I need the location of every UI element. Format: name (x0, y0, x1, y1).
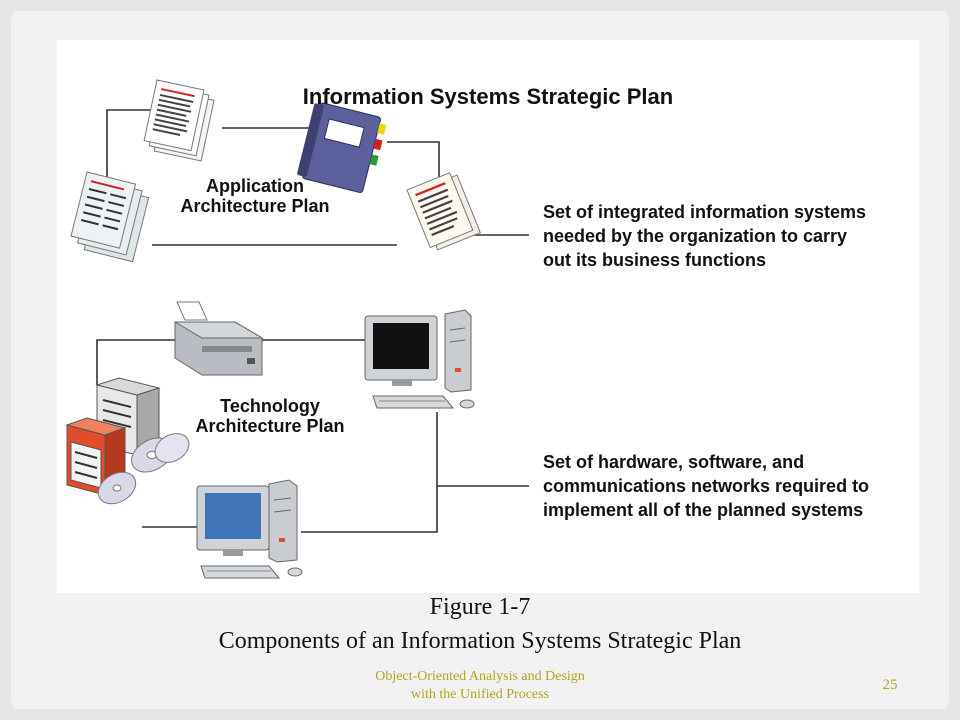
figure-caption: Components of an Information Systems Str… (218, 628, 742, 654)
technology-plan-label: Technology Architecture Plan (175, 396, 365, 436)
mouse-icon (287, 567, 303, 577)
documents-icon (143, 79, 215, 162)
application-plan-label-line2: Architecture Plan (180, 196, 330, 216)
desktop-computer-icon (364, 309, 472, 393)
description-line: Set of integrated information systems (543, 202, 867, 222)
description-line: needed by the organization to carry (543, 226, 848, 246)
technology-plan-label-line1: Technology (220, 396, 320, 416)
diagram-graphics (65, 79, 529, 579)
technology-connectors (96, 339, 529, 533)
report-icon (406, 172, 481, 251)
cd-disc-icon (97, 433, 190, 505)
forms-icon (70, 171, 150, 263)
description-line: implement all of the planned systems (543, 500, 864, 520)
mouse-icon (459, 399, 475, 409)
application-plan-label-line1: Application (206, 176, 304, 196)
description-line: out its business functions (543, 250, 767, 270)
footer-line1: Object-Oriented Analysis and Design (375, 669, 585, 684)
description-line: communications networks required to (543, 476, 870, 496)
footer-text: Object-Oriented Analysis and Design with… (300, 668, 660, 704)
figure-number: Figure 1-7 (429, 594, 531, 620)
diagram-title: Information Systems Strategic Plan (302, 84, 674, 109)
keyboard-icon (372, 395, 455, 409)
footer-line2: with the Unified Process (410, 687, 550, 702)
page-number: 25 (882, 677, 898, 693)
application-plan-description: Set of integrated information systems ne… (543, 200, 923, 272)
technology-plan-label-line2: Architecture Plan (195, 416, 345, 436)
description-line: Set of hardware, software, and (543, 452, 805, 472)
keyboard-icon (200, 565, 281, 579)
technology-plan-description: Set of hardware, software, and communica… (543, 450, 923, 522)
figure-diagram: Information Systems Strategic Plan Appli… (57, 40, 919, 593)
binder-icon (297, 102, 387, 194)
desktop-computer-icon (196, 479, 298, 563)
application-plan-label: Application Architecture Plan (160, 176, 350, 216)
printer-icon (173, 301, 264, 376)
